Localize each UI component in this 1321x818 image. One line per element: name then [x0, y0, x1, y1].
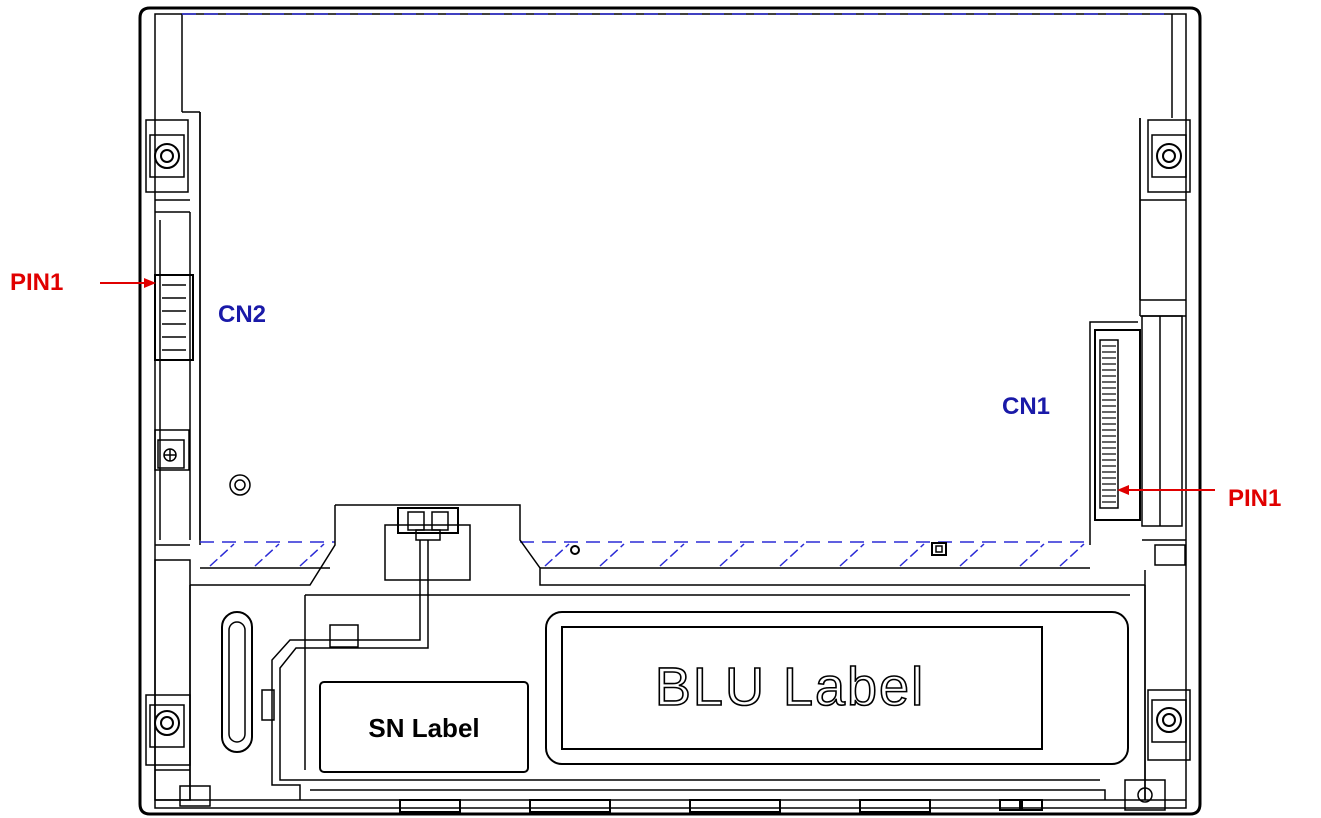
hatch-marks: [570, 542, 947, 556]
hatch-line: [299, 543, 325, 567]
right-rail: [1139, 14, 1191, 800]
fpc-cable: [261, 540, 1106, 800]
screw-boss-top-right: [1151, 134, 1187, 178]
left-slot: [221, 611, 253, 753]
panel-outline: [199, 112, 1141, 545]
pin1-left-label: PIN1: [10, 269, 63, 296]
hatch-line: [1019, 543, 1045, 567]
hatch-line: [899, 543, 925, 567]
blu-label-box: BLU Label: [545, 611, 1129, 765]
screw-boss-top-left: [149, 134, 185, 178]
pin1-left-arrow: [100, 278, 156, 288]
cn1-pins: [1102, 345, 1116, 503]
pin1-right-arrow: [1117, 485, 1215, 495]
left-rail: [145, 14, 201, 801]
screw-boss-bottom-left: [149, 704, 185, 748]
hatch-lines: [209, 543, 1085, 567]
inner-recess: [189, 585, 1146, 800]
hatch-line: [779, 543, 805, 567]
fpc-tab: [190, 504, 1145, 586]
cn1-connector: [1094, 329, 1141, 521]
pin1-right-label: PIN1: [1228, 485, 1281, 512]
cn2-connector: [154, 274, 194, 361]
screw-boss-bottom-right: [1151, 699, 1187, 743]
hatch-line: [544, 543, 570, 567]
hatch-line: [254, 543, 280, 567]
hatch-line: [719, 543, 745, 567]
cn2-label: CN2: [218, 301, 266, 328]
hatch-line: [959, 543, 985, 567]
panel-bottom-hatch: [200, 541, 1090, 569]
blu-label-text: BLU Label: [655, 657, 925, 717]
sn-label-box: SN Label: [319, 681, 529, 773]
hatch-line: [839, 543, 865, 567]
locator-hole-icon: [229, 474, 251, 496]
hatch-line: [209, 543, 235, 567]
left-mid-screw-icon: [157, 439, 185, 469]
hatch-line: [599, 543, 625, 567]
cn1-label: CN1: [1002, 393, 1050, 420]
bottom-strip: [155, 779, 1186, 813]
hatch-line: [659, 543, 685, 567]
hatch-line: [1059, 543, 1085, 567]
sn-label-text: SN Label: [368, 713, 479, 743]
